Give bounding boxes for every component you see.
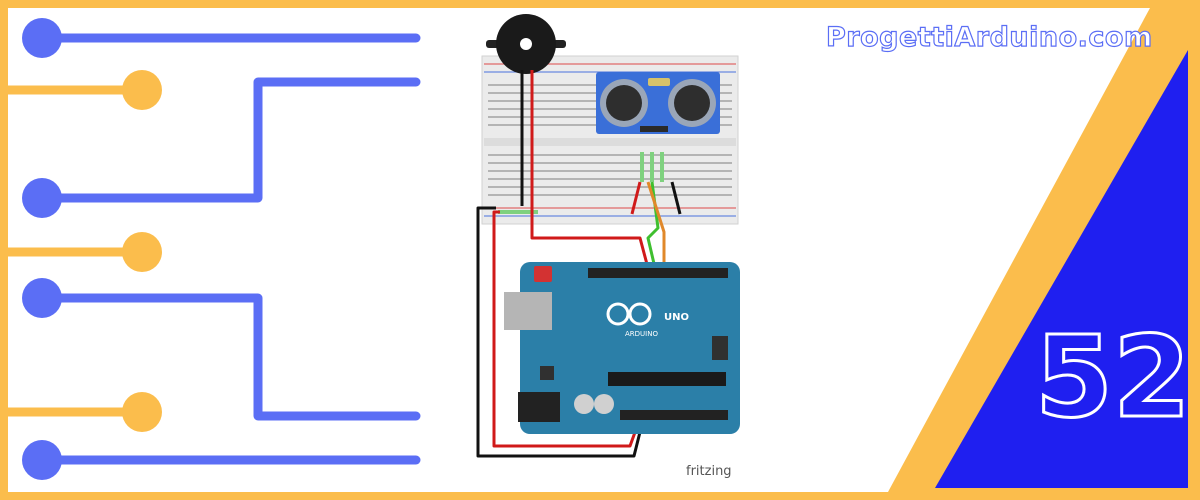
wire-power-loop <box>492 210 640 448</box>
episode-number: 52 <box>1034 313 1193 443</box>
node-blue-2 <box>22 178 62 218</box>
node-blue-1 <box>22 18 62 58</box>
circuit-traces <box>3 33 421 465</box>
wire-ground-loop <box>476 206 644 458</box>
corner-blue-triangle <box>935 50 1188 488</box>
wire-buzzer-signal <box>530 70 650 269</box>
brand-logo-text: ProgettiArduino.com <box>825 21 1153 53</box>
node-yellow-2 <box>122 232 162 272</box>
fritzing-credit: fritzing <box>686 464 732 479</box>
ultrasonic-sensor <box>596 72 720 134</box>
arduino-model-text: UNO <box>664 312 689 323</box>
arduino-logo-text: ARDUINO <box>625 330 658 338</box>
node-blue-3 <box>22 278 62 318</box>
buzzer <box>486 14 566 74</box>
wire-trig <box>646 181 666 268</box>
node-yellow-1 <box>122 70 162 110</box>
wire-sensor-vcc <box>630 181 642 215</box>
wire-sensor-gnd <box>670 181 682 215</box>
arduino-board: ARDUINO UNO <box>504 262 740 434</box>
node-yellow-3 <box>122 392 162 432</box>
trace-blue-3 <box>37 293 421 421</box>
node-blue-4 <box>22 440 62 480</box>
wires <box>476 70 682 458</box>
trace-blue-2 <box>37 77 421 203</box>
circuit-nodes <box>22 18 162 480</box>
